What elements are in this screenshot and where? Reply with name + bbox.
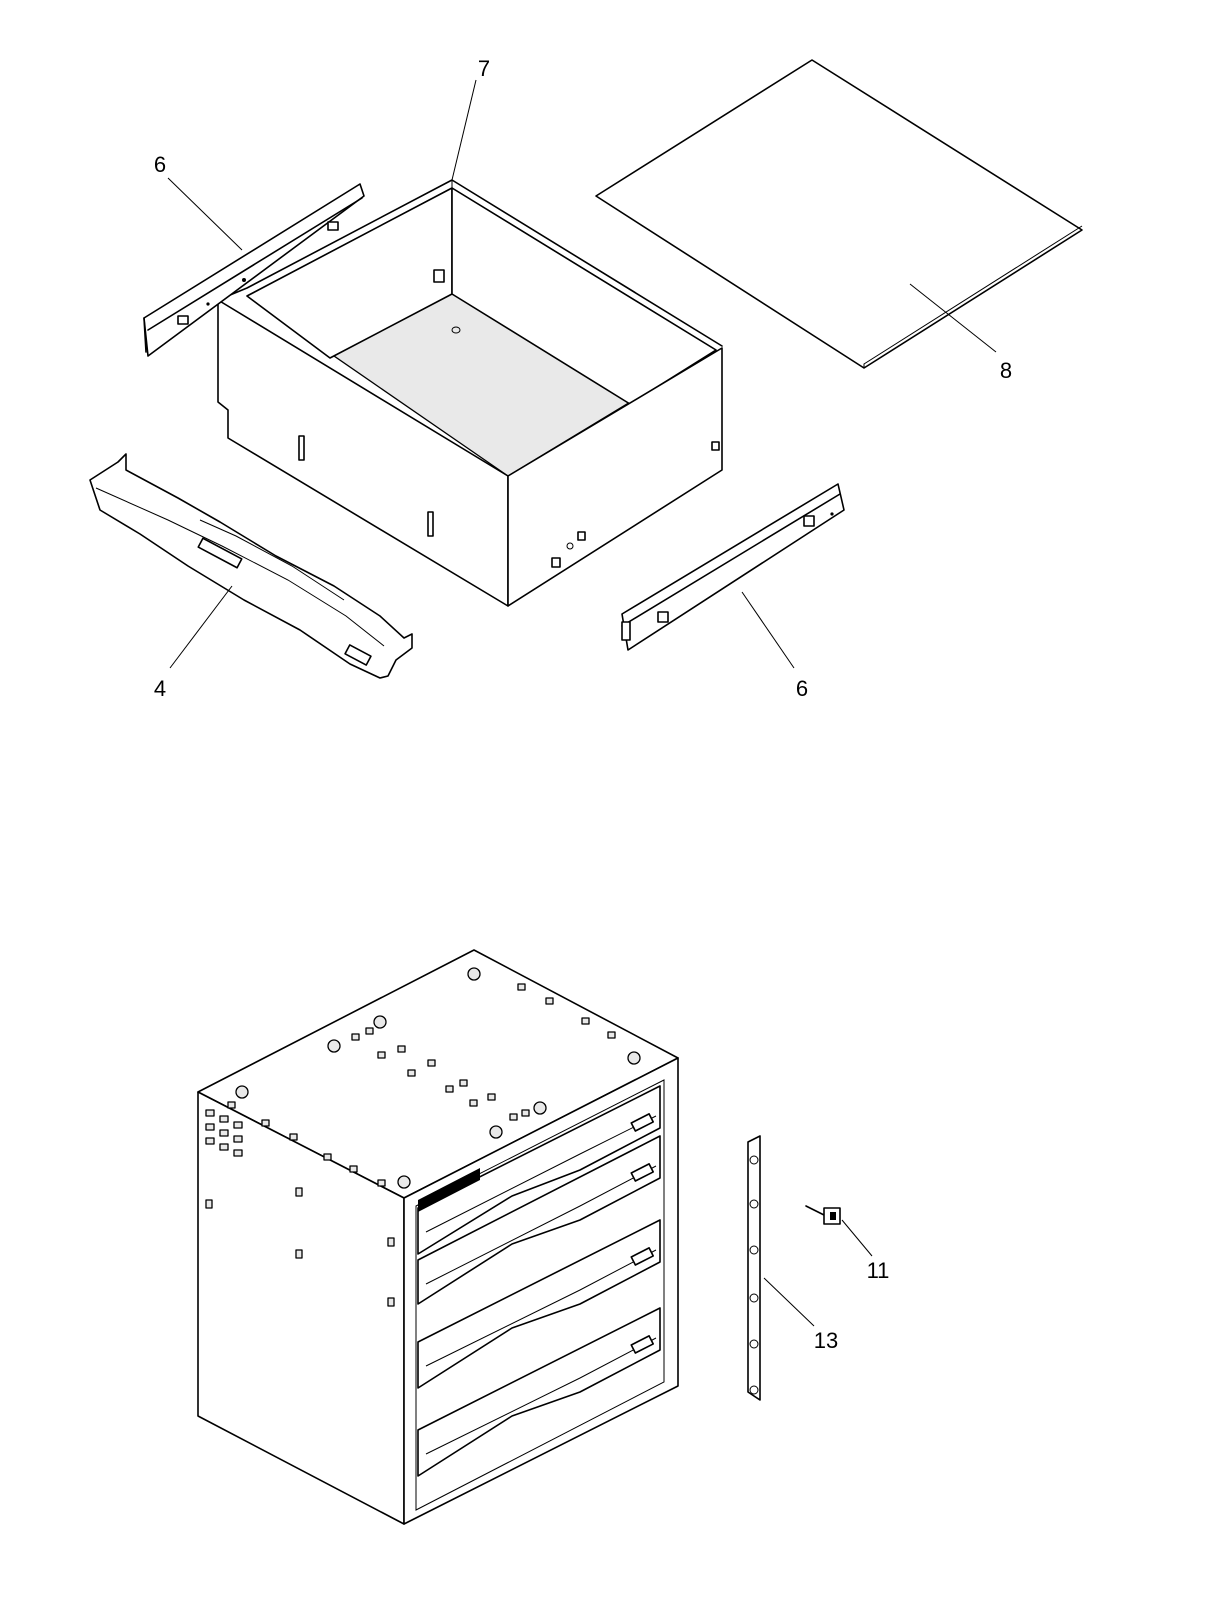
callout-rail-left-6: 6 [154,152,166,177]
callout-drawer-7: 7 [478,56,490,81]
cabinet-assembly-view: 11 13 [197,949,890,1525]
callout-panel-8: 8 [1000,358,1012,383]
drawer-box-part [217,179,723,607]
leader-lines-bottom [763,1219,873,1327]
callout-handle-4: 4 [154,676,166,701]
callout-rail-right-6: 6 [796,676,808,701]
key-part [805,1205,841,1225]
left-slide-rail-part [143,183,365,357]
mounting-strip-part [747,1135,761,1401]
drawer-handle-part [89,453,413,679]
right-slide-rail-part [621,483,845,651]
callout-strip-13: 13 [814,1328,838,1353]
cabinet-side-vents [205,1109,395,1307]
drawer-assembly-view: 6 7 8 4 6 [89,56,1083,701]
panel-part [595,59,1083,369]
callout-key-11: 11 [867,1258,890,1283]
cabinet-drawer-fronts [417,1085,661,1477]
cabinet-top-holes [227,967,641,1189]
leader-lines-top [167,79,997,669]
